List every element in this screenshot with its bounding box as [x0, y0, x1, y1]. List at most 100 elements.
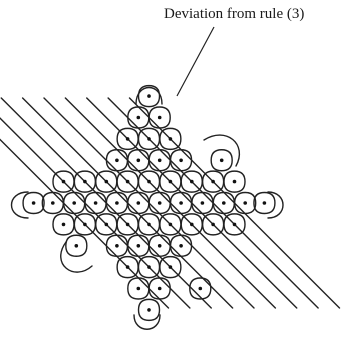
kolam-dot [157, 201, 162, 205]
kolam-strand [43, 97, 255, 309]
kolam-dot [190, 179, 194, 184]
kolam-petal [135, 87, 163, 105]
kolam-loop [116, 170, 139, 193]
kolam-dot [104, 222, 109, 227]
kolam-loop [95, 170, 118, 193]
kolam-loop [223, 213, 246, 236]
kolam-loop [137, 298, 161, 322]
kolam-petal [11, 191, 29, 219]
kolam-loop [137, 170, 161, 193]
kolam-dot [179, 158, 183, 163]
kolam-dot [243, 201, 247, 205]
kolam-loop [180, 170, 203, 193]
kolam-dot [61, 222, 66, 227]
kolam-loop [159, 127, 182, 151]
kolam-dot [168, 265, 173, 269]
kolam-petal [267, 191, 284, 219]
kolam-dot [125, 179, 130, 184]
kolam-dot [232, 179, 237, 184]
kolam-loop [116, 127, 139, 151]
kolam-dot [31, 201, 36, 205]
kolam-dot [51, 201, 55, 205]
kolam-loop [223, 170, 246, 193]
kolam-loop [95, 213, 118, 236]
kolam-dot [125, 222, 130, 227]
annotation-label: Deviation from rule (3) [164, 6, 305, 22]
kolam-dot [211, 222, 215, 227]
kolam-dot [136, 201, 141, 205]
kolam-dot [83, 222, 87, 227]
kolam-loop [22, 191, 45, 215]
kolam-strand [64, 97, 277, 309]
kolam-dot [147, 265, 151, 269]
kolam-dot [147, 94, 151, 98]
kolam-dot [147, 137, 151, 141]
kolam-loop [65, 234, 88, 257]
kolam-loop [159, 255, 182, 279]
kolam-dot [211, 179, 215, 184]
kolam-dot [168, 137, 173, 141]
kolam-loop [201, 170, 225, 193]
kolam-dot [136, 286, 141, 291]
kolam-dots [31, 94, 267, 312]
kolam-strand [0, 138, 170, 309]
kolam-loop [137, 255, 161, 279]
kolam-loop [159, 213, 182, 236]
kolam-dot [147, 308, 151, 312]
kolam-dot [157, 286, 162, 291]
kolam-dot [222, 201, 226, 205]
kolam-dot [125, 265, 130, 269]
kolam-dot [200, 201, 205, 205]
kolam-loop [73, 170, 97, 193]
kolam-dot [104, 179, 109, 184]
kolam-dot [125, 137, 130, 141]
kolam-dot [136, 158, 141, 163]
kolam-dot [219, 158, 224, 163]
kolam-loop [73, 213, 97, 236]
kolam-dot [83, 179, 87, 184]
kolam-loop [116, 255, 139, 279]
kolam-loop [127, 277, 150, 300]
kolam-dot [136, 115, 141, 120]
kolam-strand [86, 97, 298, 309]
kolam-loop [201, 213, 225, 236]
kolam-dot [115, 244, 119, 248]
kolam-dot [157, 244, 162, 248]
kolam-loop [41, 191, 65, 215]
kolam-dot [157, 115, 162, 120]
kolam-petal [133, 314, 161, 330]
kolam-dot [72, 201, 76, 205]
kolam-loop [52, 213, 75, 236]
kolam-dot [232, 222, 237, 227]
kolam-loop [137, 127, 161, 151]
kolam-strand [0, 117, 191, 309]
kolam-dot [74, 244, 79, 248]
kolam-dot [190, 222, 194, 227]
kolam-dot [198, 286, 203, 291]
kolam-strand [21, 97, 234, 309]
kolam-loop [210, 149, 233, 172]
kolam-strand [107, 97, 319, 309]
kolam-dot [115, 158, 119, 163]
kolam-dot [157, 158, 162, 163]
kolam-dot [179, 244, 183, 248]
kolam-dot [147, 179, 151, 184]
kolam-dot [147, 222, 151, 227]
kolam-petal [203, 134, 241, 167]
kolam-dot [61, 179, 66, 184]
annotation-leader-line [176, 26, 215, 97]
kolam-loop [189, 277, 212, 300]
kolam-loop [159, 170, 182, 193]
kolam-loops [0, 84, 341, 330]
kolam-loop [253, 191, 276, 215]
kolam-loop [52, 170, 75, 193]
kolam-dot [93, 201, 98, 205]
kolam-dot [115, 201, 119, 205]
kolam-loop [116, 213, 139, 236]
kolam-strand [0, 97, 212, 309]
kolam-strand [128, 97, 341, 309]
kolam-dot [136, 244, 141, 248]
kolam-dot [168, 179, 173, 184]
kolam-dot [179, 201, 183, 205]
